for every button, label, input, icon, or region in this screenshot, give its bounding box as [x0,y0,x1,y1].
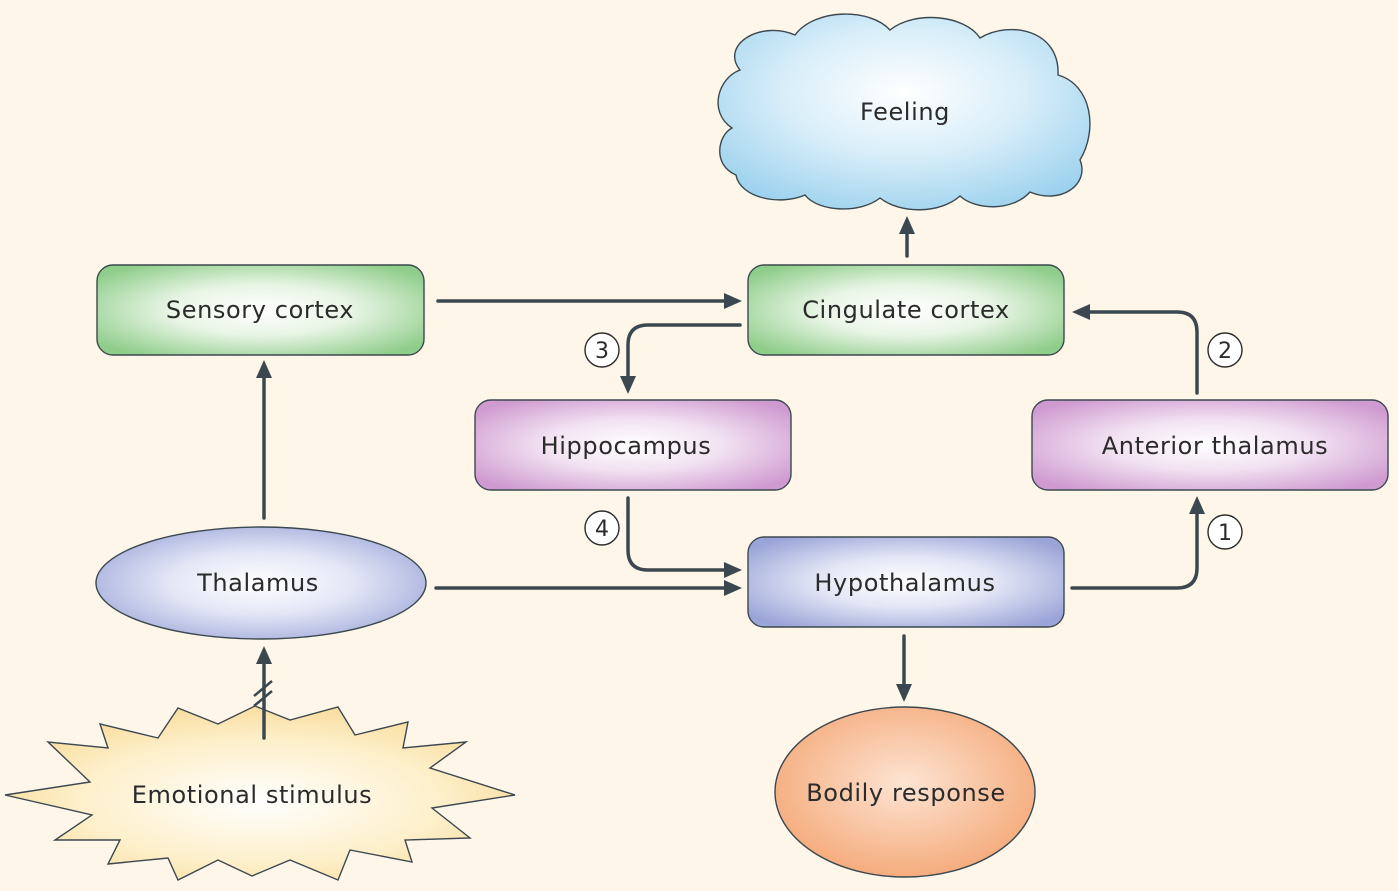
step-number: 1 [1218,521,1232,546]
hypothalamus-node: Hypothalamus [747,536,1065,628]
step-circle [1207,332,1243,368]
step-marker-3: 3 [584,332,620,368]
sensory-cortex-box [96,264,425,356]
step-marker-4: 4 [584,510,620,546]
arrow-hypothalamus-to-anterior-thalamus [1070,496,1205,590]
emotional-stimulus-label: Emotional stimulus [132,781,373,809]
cingulate-cortex-box [747,264,1065,356]
sensory-cortex-node: Sensory cortex [96,264,425,356]
hippocampus-box [474,399,792,491]
step-circle [1207,514,1243,550]
step-marker-1: 1 [1207,514,1243,550]
step-number: 4 [595,517,609,542]
arrow-thalamus-to-sensory-cortex [256,360,272,520]
hippocampus-label: Hippocampus [541,432,712,460]
hippocampus-node: Hippocampus [474,399,792,491]
arrow-stimulus-to-thalamus [253,646,273,740]
arrow-hippocampus-to-hypothalamus [626,496,742,578]
thalamus-label: Thalamus [196,569,319,597]
break-mark-icon [253,680,273,697]
arrow-cingulate-to-feeling [899,216,915,258]
hypothalamus-label: Hypothalamus [814,569,995,597]
thalamus-node: Thalamus [95,526,427,640]
step-marker-2: 2 [1207,332,1243,368]
cloud-icon [717,13,1091,211]
step-circle [584,332,620,368]
arrow-cingulate-to-hippocampus [620,323,742,394]
feeling-label: Feeling [860,98,950,126]
bodily-response-label: Bodily response [806,779,1006,807]
cingulate-cortex-node: Cingulate cortex [747,264,1065,356]
feeling-node: Feeling [717,13,1091,211]
anterior-thalamus-node: Anterior thalamus [1031,399,1389,491]
sensory-cortex-label: Sensory cortex [166,296,354,324]
anterior-thalamus-label: Anterior thalamus [1102,432,1329,460]
thalamus-ellipse [95,526,427,640]
arrow-sensory-to-cingulate [436,293,742,309]
step-circle [584,510,620,546]
cingulate-cortex-label: Cingulate cortex [802,296,1010,324]
starburst-icon [4,705,516,881]
arrow-anterior-thalamus-to-cingulate [1072,304,1199,395]
arrow-hypothalamus-to-bodily-response [896,634,912,702]
step-number: 2 [1218,339,1232,364]
arrow-thalamus-to-hypothalamus [434,580,742,596]
step-number: 3 [595,339,609,364]
anterior-thalamus-box [1031,399,1389,491]
bodily-response-ellipse [774,706,1036,878]
hypothalamus-box [747,536,1065,628]
bodily-response-node: Bodily response [774,706,1036,878]
emotional-stimulus-node: Emotional stimulus [4,705,516,881]
